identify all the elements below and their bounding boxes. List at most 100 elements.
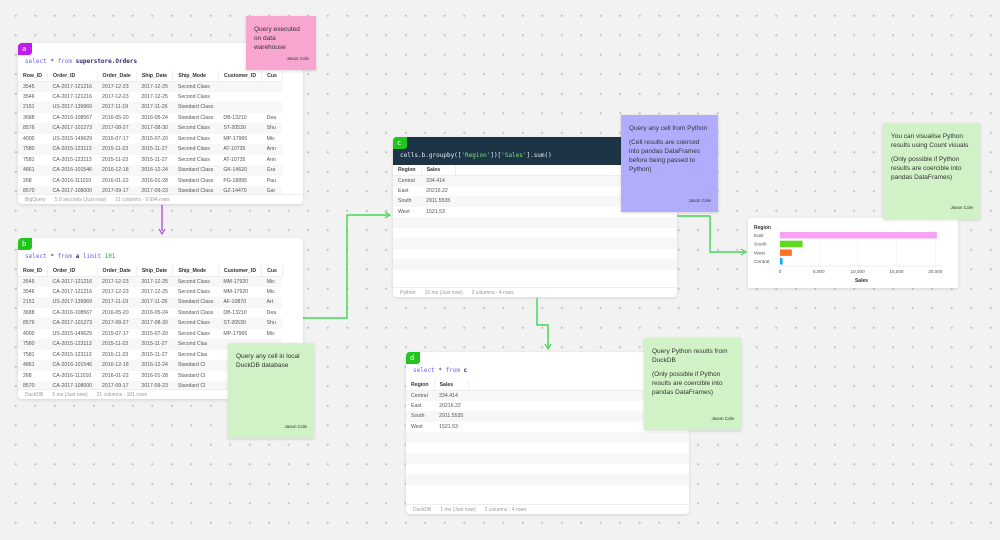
table-cell[interactable]: CA-2017-108000 [47,381,98,392]
table-cell[interactable]: South [406,411,435,422]
table-cell[interactable]: 8570 [18,186,48,197]
table-cell[interactable]: CA-2017-101273 [47,318,98,329]
table-cell[interactable]: 3545 [18,276,48,287]
table-cell[interactable]: 2016-12-18 [97,360,137,371]
table-cell[interactable]: 2017-08-27 [97,318,137,329]
table-cell[interactable]: Second Clas [177,351,208,358]
table-cell[interactable]: 2015-07-17 [102,330,129,337]
table-cell[interactable] [261,102,283,113]
table-cell[interactable]: 268 [23,372,32,379]
table-cell[interactable]: CA-2016-108567 [52,309,93,316]
table-cell[interactable]: Second Class [177,288,210,295]
table-cell[interactable]: 7580 [18,339,48,350]
table-cell[interactable]: Standard Cl [172,360,219,371]
table-cell[interactable]: Second Class [172,123,219,134]
table-cell[interactable]: US-2017-139969 [47,297,98,308]
table-cell[interactable]: CA-2015-123113 [52,351,92,358]
table-cell[interactable]: Mic [266,288,275,295]
table-cell[interactable]: 268 [23,177,32,184]
table-cell[interactable]: 3546 [23,93,35,100]
table-cell[interactable]: PG-18895 [223,177,247,184]
sticky-note[interactable]: Query Python results from DuckDB(Only po… [644,338,741,430]
column-header[interactable]: Customer_ID [218,71,263,82]
table-cell[interactable]: 334.414 [421,175,456,186]
table-cell[interactable]: 7581 [23,351,35,358]
table-cell[interactable]: Standard Class [172,102,219,113]
table-cell[interactable]: Gra [261,165,283,176]
table-cell[interactable]: CA-2017-121216 [52,93,93,100]
table-cell[interactable]: East [398,187,409,194]
table-cell[interactable]: 4000 [23,330,35,337]
table-cell[interactable]: CA-2015-123113 [47,144,98,155]
table-cell[interactable]: 2015-11-23 [102,156,129,163]
table-cell[interactable]: Second Class [172,276,219,287]
table-cell[interactable]: 8576 [18,318,48,329]
table-cell[interactable]: 8576 [18,123,48,134]
column-header[interactable]: Ship_Mode [172,266,219,277]
table-cell[interactable]: Pau [266,177,276,184]
column-header[interactable]: Region [406,380,435,391]
table-cell[interactable] [218,102,262,113]
table-cell[interactable]: 3688 [23,114,35,121]
table-cell[interactable]: 4861 [18,360,48,371]
table-cell[interactable]: 2017-11-26 [136,102,173,113]
table-cell[interactable]: 20216.22 [426,187,448,194]
table-cell[interactable]: 2017-12-25 [136,276,173,287]
table-cell[interactable]: 2016-01-22 [102,177,129,184]
table-cell[interactable]: MP-17965 [223,135,248,142]
table-cell[interactable]: Standard Class [172,165,219,176]
table-cell[interactable]: CA-2017-101273 [47,123,98,134]
table-cell[interactable]: US-2015-149629 [52,135,93,142]
table-cell[interactable]: CA-2017-121216 [47,276,98,287]
table-cell[interactable]: Dea [266,309,277,316]
sticky-note[interactable]: Query any cell from Python(Cell results … [621,115,718,212]
table-cell[interactable]: Central [406,390,435,401]
table-cell[interactable]: 2016-12-24 [136,360,173,371]
table-cell[interactable]: 2015-11-23 [97,144,137,155]
table-cell[interactable]: 20216.22 [439,402,461,409]
table-cell[interactable]: 1521.53 [426,208,445,215]
table-cell[interactable]: Art [261,297,283,308]
table-cell[interactable]: DB-13210 [223,309,247,316]
table-cell[interactable]: Gar [261,186,283,197]
table-cell[interactable]: Second Class [172,144,219,155]
column-header[interactable]: Order_ID [47,71,98,82]
table-cell[interactable]: 3546 [23,288,35,295]
table-cell[interactable]: MP-17965 [223,330,248,337]
table-cell[interactable]: Second Class [177,330,210,337]
table-cell[interactable]: 2016-12-18 [97,165,137,176]
column-header[interactable]: Row_ID [18,71,49,82]
table-cell[interactable]: Mic [261,276,283,287]
table-cell[interactable] [262,92,283,103]
table-cell[interactable]: 2016-05-24 [141,309,168,316]
table-cell[interactable]: 2016-05-20 [102,309,129,316]
table-cell[interactable]: 4000 [23,135,35,142]
table-cell[interactable]: 7580 [18,144,48,155]
table-cell[interactable]: GK-14620 [218,165,262,176]
table-cell[interactable]: 2015-11-27 [141,351,168,358]
table-cell[interactable]: 2017-11-19 [97,102,137,113]
table-cell[interactable]: Central [393,175,422,186]
table-cell[interactable]: 2016-01-28 [141,177,168,184]
table-cell[interactable]: 4861 [18,165,48,176]
table-cell[interactable]: 2015-11-27 [141,156,168,163]
table-cell[interactable]: 2017-12-23 [97,276,137,287]
table-cell[interactable]: 2017-12-23 [102,288,129,295]
table-cell[interactable]: 2017-11-19 [97,297,137,308]
column-header[interactable]: Region [393,165,422,176]
table-cell[interactable]: 2017-11-26 [136,297,173,308]
column-header[interactable]: Cus [261,266,283,277]
table-cell[interactable]: 2016-05-20 [102,114,129,121]
table-cell[interactable]: 1521.53 [439,423,458,430]
table-cell[interactable]: 2016-01-22 [102,372,129,379]
table-cell[interactable]: CA-2017-108000 [47,186,98,197]
table-cell[interactable]: 2151 [18,102,48,113]
table-cell[interactable]: Standard Cl [172,381,219,392]
column-header[interactable]: Customer_ID [218,266,263,277]
column-header[interactable]: Cus [261,71,283,82]
table-cell[interactable]: 2017-08-30 [136,318,173,329]
